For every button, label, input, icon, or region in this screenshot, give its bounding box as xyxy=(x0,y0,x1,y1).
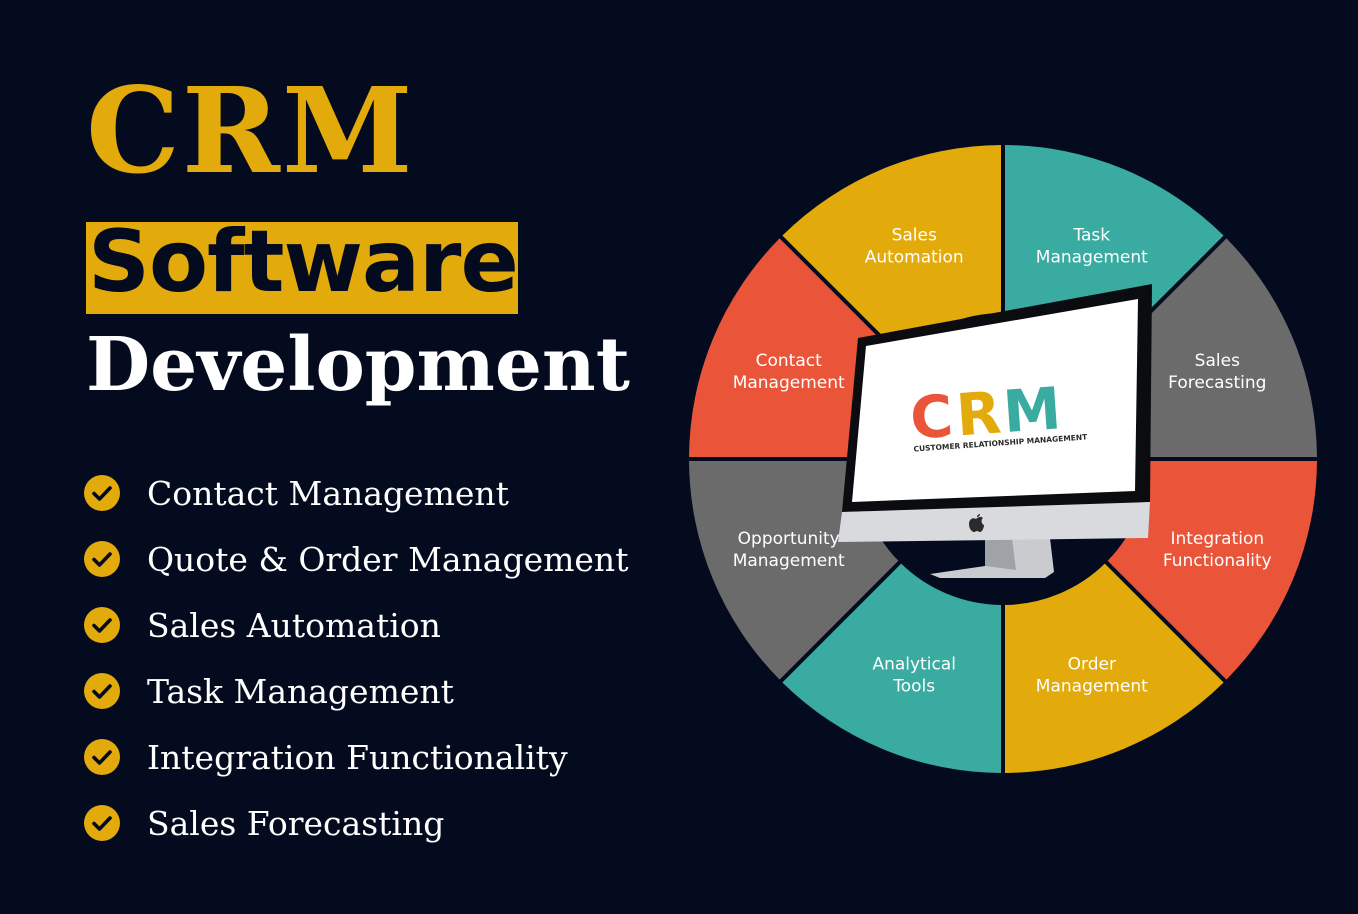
feature-label: Integration Functionality xyxy=(147,737,568,777)
logo-letter-r: R xyxy=(954,378,1003,449)
logo-letter-m: M xyxy=(1001,374,1063,446)
feature-item: Quote & Order Management xyxy=(84,526,628,592)
title-development: Development xyxy=(86,322,630,408)
feature-label: Task Management xyxy=(147,671,454,711)
wheel-segment xyxy=(689,238,899,457)
feature-label: Sales Forecasting xyxy=(147,803,445,843)
feature-item: Task Management xyxy=(84,658,628,724)
feature-item: Sales Automation xyxy=(84,592,628,658)
check-circle-icon xyxy=(84,805,120,841)
monitor: C R M CUSTOMER RELATIONSHIP MANAGEMENT xyxy=(838,284,1152,578)
check-circle-icon xyxy=(84,739,120,775)
monitor-screen xyxy=(852,299,1138,502)
logo-letter-c: C xyxy=(908,382,955,453)
apple-logo-icon xyxy=(969,514,984,532)
wheel-segments xyxy=(689,145,1317,773)
wheel-segment xyxy=(782,563,1001,773)
title-crm: CRM xyxy=(86,61,415,200)
feature-label: Quote & Order Management xyxy=(147,539,629,579)
wheel-segment xyxy=(1107,461,1317,680)
wheel-segment xyxy=(782,145,1001,355)
check-circle-icon xyxy=(84,607,120,643)
wheel-segment xyxy=(1005,563,1224,773)
feature-item: Sales Forecasting xyxy=(84,790,628,856)
feature-list: Contact Management Quote & Order Managem… xyxy=(84,460,628,856)
check-circle-icon xyxy=(84,541,120,577)
wheel-segment xyxy=(1107,238,1317,457)
feature-item: Contact Management xyxy=(84,460,628,526)
monitor-chin xyxy=(838,502,1150,542)
feature-label: Contact Management xyxy=(147,473,509,513)
check-circle-icon xyxy=(84,673,120,709)
title-highlight-bar xyxy=(86,222,518,314)
feature-label: Sales Automation xyxy=(147,605,441,645)
check-circle-icon xyxy=(84,475,120,511)
feature-item: Integration Functionality xyxy=(84,724,628,790)
monitor-stand-shade xyxy=(985,538,1016,570)
title-software: Software xyxy=(88,212,519,312)
